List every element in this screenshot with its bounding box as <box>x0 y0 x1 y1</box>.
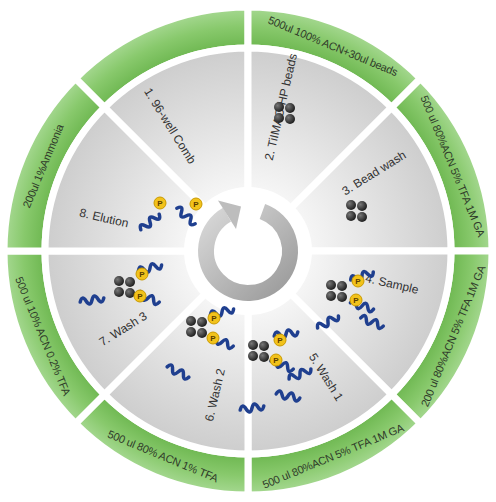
bead-cluster <box>346 200 367 222</box>
reagent-band <box>4 251 104 424</box>
phospho-mark: P <box>350 294 363 307</box>
phospho-mark: P <box>352 275 365 288</box>
peptide <box>360 315 385 330</box>
reagent-label: 200 ul 80%ACN 5% TFA 1M GA <box>419 264 488 409</box>
phospho-mark: P <box>270 354 283 367</box>
reagent-band <box>75 395 248 495</box>
step-label: 7. Wash 3 <box>96 309 149 349</box>
cycle-arrow <box>206 212 290 293</box>
bead-cluster <box>326 280 347 302</box>
phospho-mark: P <box>190 198 203 211</box>
phospho-mark: P <box>154 197 167 210</box>
peptide <box>316 313 340 331</box>
bead-cluster <box>186 316 207 338</box>
phospho-mark: P <box>134 290 147 303</box>
peptide <box>276 390 301 401</box>
peptide <box>288 366 313 382</box>
peptide <box>240 402 265 413</box>
step-label: 5. Wash 1 <box>306 350 346 403</box>
reagent-label: 500ul 100% ACN+30ul beads <box>266 14 399 78</box>
step-label: 1. 96-well Comb <box>141 85 199 166</box>
reagent-label: 500 ul 80%ACN 5% TFA 1M GA <box>261 422 406 491</box>
peptide <box>80 294 105 305</box>
step-label: 6. Wash 2 <box>202 368 228 423</box>
step-label: 8. Elution <box>78 205 130 230</box>
bead-cluster <box>274 102 295 124</box>
bead-cluster <box>114 276 135 298</box>
reagent-band <box>4 78 104 251</box>
reagent-label: 500 ul 80%ACN 5% TFA 1M GA <box>419 94 488 239</box>
reagent-label: 200ul 1%Ammonia <box>20 122 65 209</box>
reagent-band <box>392 251 492 424</box>
phospho-mark: P <box>274 334 287 347</box>
cycle-arrow-head <box>218 201 241 230</box>
reagent-band <box>75 7 248 107</box>
phospho-mark: P <box>207 332 220 345</box>
reagent-label: 500 ul 10% ACN 0.2% TFA <box>13 275 73 397</box>
reagent-band <box>248 395 421 495</box>
reagent-band <box>248 7 421 107</box>
step-label: 3. Bead wash <box>339 147 408 197</box>
phospho-mark: P <box>208 312 221 325</box>
peptide <box>139 212 162 233</box>
center-disc <box>184 187 312 315</box>
reagent-label: 500 ul 80% ACN 1% TFA <box>106 428 220 484</box>
bead-cluster <box>248 340 269 362</box>
phospho-mark: P <box>136 268 149 281</box>
reagent-band <box>392 78 492 251</box>
peptide <box>166 364 191 380</box>
